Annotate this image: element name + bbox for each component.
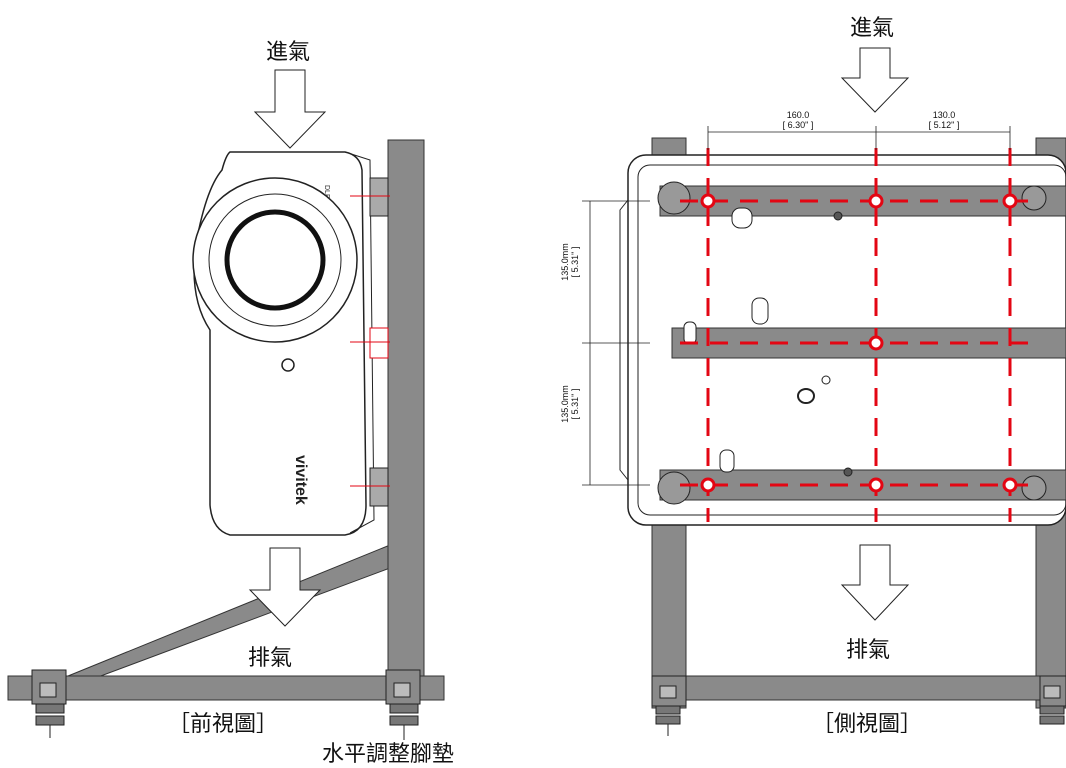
projector-front: DLP vivitek [192, 151, 390, 536]
dim-left-lower: 135.0mm [ 5.31" ] [560, 374, 580, 434]
side-view-caption: ［側視圖］ [812, 712, 923, 737]
dim-top-left: 160.0 [ 6.30" ] [758, 110, 838, 130]
dim-top-right: 130.0 [ 5.12" ] [904, 110, 984, 130]
dim-top-left-value: 160.0 [786, 110, 810, 120]
ir-sensor [281, 358, 295, 372]
side-intake-label: 進氣 [850, 16, 895, 41]
horizontal-base-bar [7, 675, 445, 701]
adjustment-foot-left [31, 669, 67, 738]
intake-arrow [253, 69, 327, 149]
side-intake-arrow [840, 47, 910, 113]
mount-center-lines [680, 148, 1040, 522]
dim-top-right-inch: [ 5.12" ] [928, 120, 960, 130]
vertical-post [387, 139, 425, 701]
dim-left-upper-value: 135.0mm [560, 243, 570, 281]
exhaust-arrow [248, 547, 322, 627]
dimension-lines [582, 126, 1011, 486]
dim-left-lower-value: 135.0mm [560, 385, 570, 423]
front-intake-label: 進氣 [266, 40, 311, 65]
front-exhaust-label: 排氣 [248, 646, 293, 671]
front-view-caption: ［前視圖］ [168, 712, 279, 737]
dim-top-right-value: 130.0 [932, 110, 956, 120]
dlp-logo: DLP [323, 185, 330, 199]
side-foot-right [1039, 675, 1066, 725]
vivitek-logo: vivitek [292, 455, 309, 505]
side-foot-left [651, 675, 687, 736]
side-exhaust-label: 排氣 [846, 638, 891, 663]
mount-holes [700, 193, 1018, 493]
side-view [582, 47, 1066, 736]
side-exhaust-arrow [840, 544, 910, 621]
lens [224, 209, 326, 311]
diagonal-brace [66, 544, 391, 681]
adjustment-foot-label: 水平調整腳墊 [322, 742, 455, 767]
side-base-bar [651, 675, 1066, 701]
dim-left-upper-inch: [ 5.31" ] [570, 246, 580, 278]
front-view: DLP vivitek [7, 69, 445, 740]
dim-left-lower-inch: [ 5.31" ] [570, 388, 580, 420]
dim-left-upper: 135.0mm [ 5.31" ] [560, 232, 580, 292]
dim-top-left-inch: [ 6.30" ] [782, 120, 814, 130]
adjustment-foot-right [385, 669, 421, 740]
